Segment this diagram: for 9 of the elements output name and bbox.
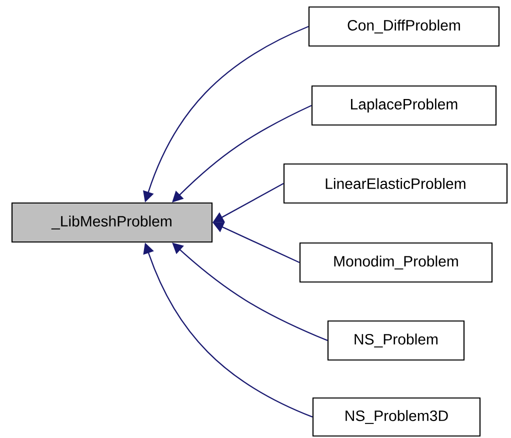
class-box: NS_Problem (327, 320, 465, 361)
class-box: LaplaceProblem (311, 85, 497, 126)
class-box: Con_DiffProblem (308, 6, 500, 47)
class-box: LinearElasticProblem (283, 163, 508, 204)
arrow (172, 104, 312, 202)
class-box: NS_Problem3D (312, 397, 481, 437)
arrow (172, 242, 328, 342)
base-class-box: _LibMeshProblem (11, 202, 213, 243)
class-box: Monodim_Problem (299, 242, 493, 283)
